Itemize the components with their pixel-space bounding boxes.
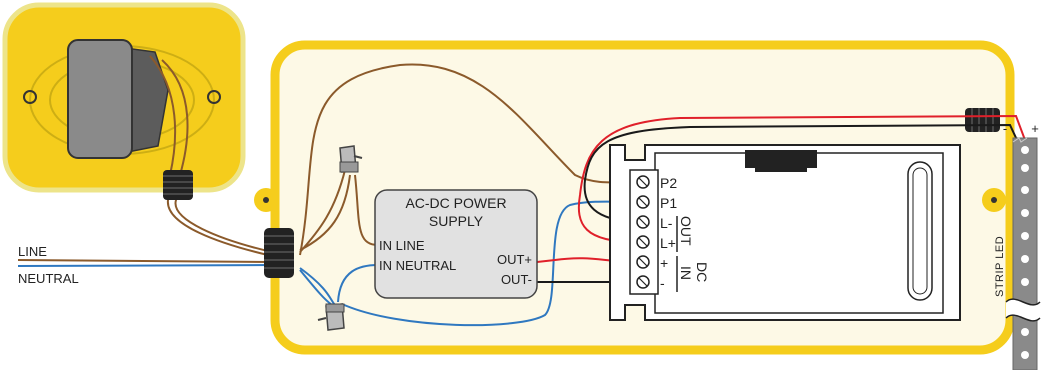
power-supply: AC-DC POWER SUPPLY IN LINE IN NEUTRAL OU… (374, 189, 538, 299)
controller: P2 P1 L- L+ + - OUT DC IN (609, 144, 961, 321)
label-out: OUT (678, 216, 694, 246)
enclosure-tab-left-hole (263, 197, 269, 203)
strip-plus-label: + (1031, 121, 1039, 136)
label-dc: DC (694, 262, 710, 282)
blue-wire-to-p1 (341, 200, 637, 327)
terminal-block (629, 169, 659, 295)
strip-break-fill (1006, 299, 1040, 321)
controller-chip-base (755, 166, 807, 172)
cable-gland-strip (965, 108, 1000, 132)
controller-board (654, 152, 944, 314)
label-p2: P2 (660, 175, 677, 191)
strip-led (1021, 209, 1029, 217)
plate-screw-left (23, 90, 37, 104)
strip-led (1021, 351, 1029, 359)
psu-in-neutral: IN NEUTRAL (379, 258, 456, 273)
splice-connector-bottom (317, 303, 345, 331)
label-l-minus: L- (660, 215, 673, 231)
wall-switch (2, 2, 246, 193)
cable-gland-mains (264, 228, 294, 278)
black-wire-l-minus (583, 123, 1018, 223)
psu-out-minus: OUT- (501, 272, 532, 287)
strip-led (1021, 328, 1029, 336)
label-dc-plus: + (660, 255, 668, 271)
neutral-label: NEUTRAL (18, 271, 79, 286)
label-l-plus: L+ (660, 235, 676, 251)
splice-connector-top (339, 145, 363, 173)
plate-screw-right (207, 90, 221, 104)
strip-minus-label: - (1003, 121, 1007, 136)
psu-body (374, 189, 538, 299)
cable-gland-switch (163, 170, 193, 200)
label-in: IN (678, 266, 694, 280)
red-wire-l-plus (577, 114, 1026, 243)
strip-led (1021, 278, 1029, 286)
strip-led (1021, 164, 1029, 172)
brown-wire-to-psu (354, 174, 379, 246)
line-wire-in (17, 259, 273, 263)
line-label: LINE (18, 244, 47, 259)
psu-in-line: IN LINE (379, 238, 425, 253)
strip-led (1021, 186, 1029, 194)
brown-wire-to-splice (299, 169, 346, 253)
psu-title-2: SUPPLY (429, 213, 484, 229)
strip-led (1021, 232, 1029, 240)
strip-led (1021, 255, 1029, 263)
controller-chip (745, 150, 817, 168)
controller-slot-inner (912, 167, 928, 295)
enclosure-tab-right-hole (991, 197, 997, 203)
label-p1: P1 (660, 195, 677, 211)
switch-rocker[interactable] (67, 39, 133, 159)
strip-pads (1012, 137, 1028, 143)
psu-out-plus: OUT+ (497, 252, 532, 267)
psu-title-1: AC-DC POWER (405, 195, 506, 211)
strip-break-line-top (1005, 298, 1041, 306)
led-strip: - + STRIP LED (994, 121, 1041, 370)
neutral-wire-in (17, 264, 273, 267)
controller-slot-outer (907, 161, 933, 301)
strip-break-line-bottom (1005, 314, 1041, 322)
label-dc-minus: - (660, 275, 665, 291)
strip-led (1021, 146, 1029, 154)
blue-wire-to-psu (337, 264, 379, 303)
strip-label: STRIP LED (994, 236, 1006, 297)
brown-wire-to-splice-2 (299, 174, 351, 251)
